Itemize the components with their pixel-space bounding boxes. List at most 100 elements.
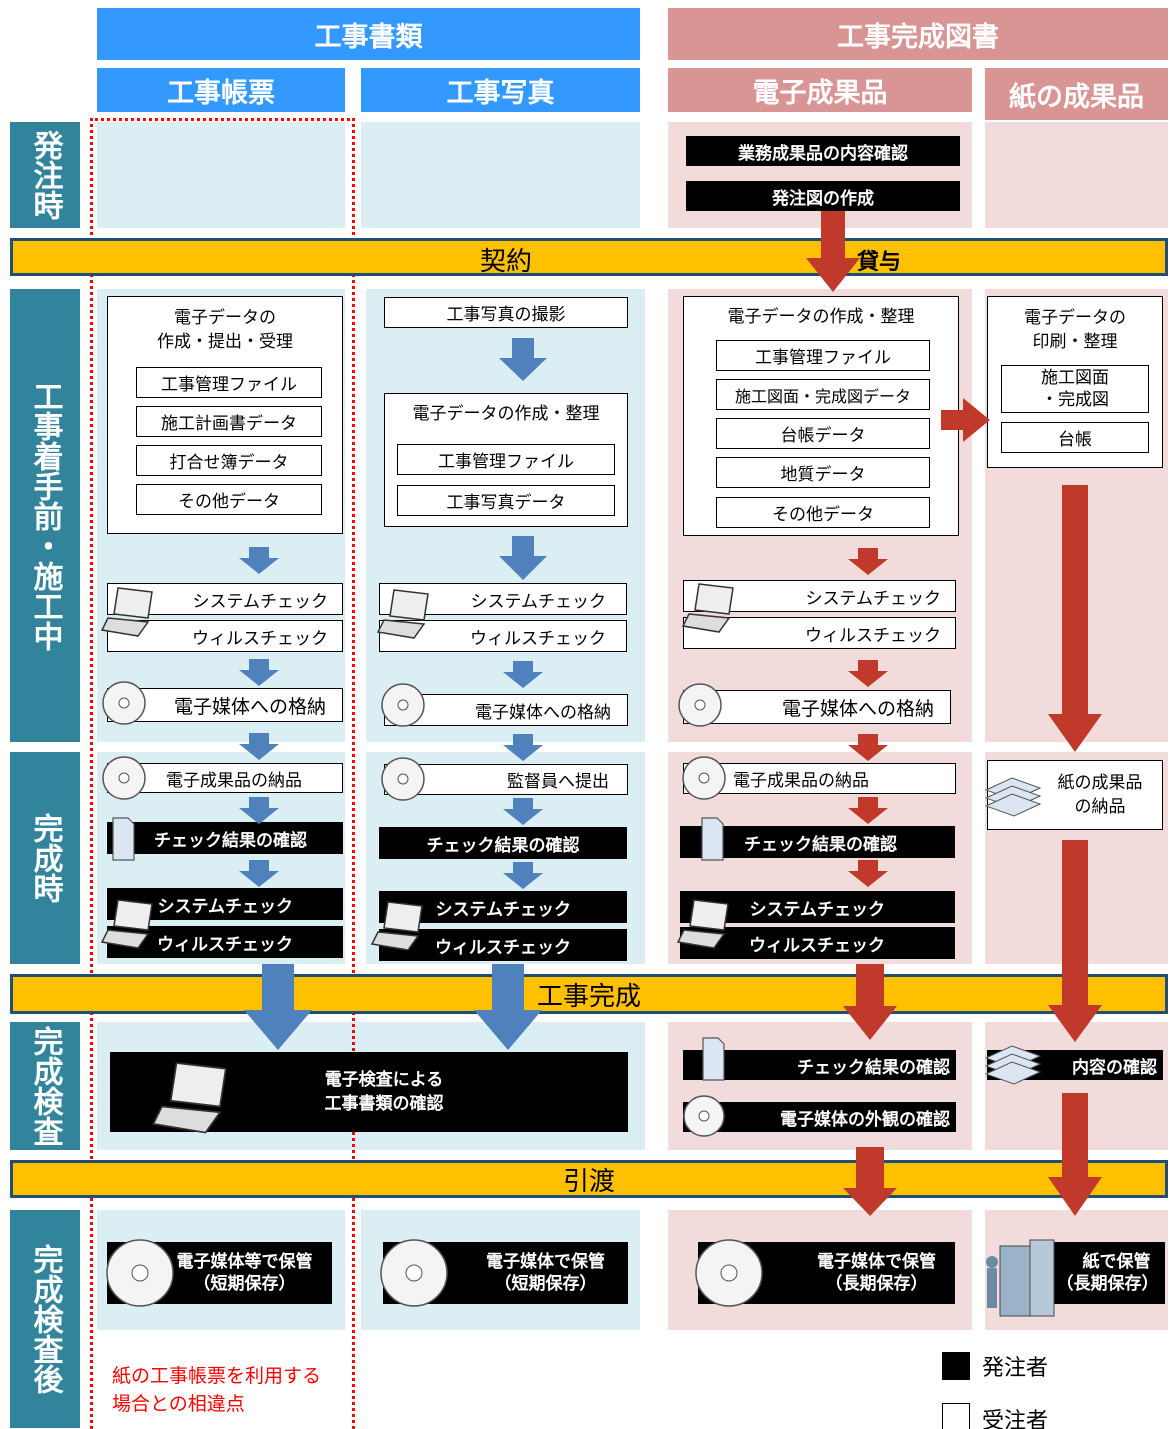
electronic-item: 施工図面・完成図データ [716, 379, 930, 410]
ledger-virus-check2: ウィルスチェック [107, 926, 343, 958]
arrow-down-icon [843, 1147, 897, 1216]
arrow-down-icon [848, 734, 888, 761]
electronic-item: その他データ [716, 497, 930, 528]
paper-title-line1: 電子データの [1024, 308, 1126, 328]
laptop-icon [676, 899, 729, 949]
arrow-down-icon [239, 659, 279, 686]
difference-note: 紙の工事帳票を利用する 場合との相違点 [112, 1365, 322, 1415]
photo-store-media: 電子媒体への格納 [384, 694, 628, 726]
arrow-down-icon [848, 548, 888, 575]
arrow-down-icon [499, 536, 547, 580]
arrow-down-icon [1048, 840, 1102, 1042]
create-drawings-box: 発注図の作成 [686, 181, 960, 211]
paper-item-ledger: 台帳 [1001, 422, 1149, 453]
ledger-deliver: 電子成果品の納品 [107, 763, 343, 793]
difference-frame [90, 118, 355, 1429]
photo-item: 工事管理ファイル [397, 444, 615, 475]
ledger-check-results: チェック結果の確認 [107, 822, 343, 854]
document-icon [702, 1037, 725, 1081]
electronic-check-results3: チェック結果の確認 [683, 1050, 956, 1080]
arrow-down-icon [503, 798, 543, 825]
laptop-icon [100, 587, 153, 637]
laptop-icon [100, 899, 153, 949]
cell-bg [361, 122, 640, 228]
cd-disc-icon [102, 681, 146, 725]
cd-disc-icon [102, 756, 146, 800]
cd-disc-icon [695, 1239, 763, 1307]
cd-disc-icon [678, 683, 722, 727]
cd-disc-icon [381, 757, 425, 801]
header-ledger: 工事帳票 [97, 68, 345, 112]
electronic-deliver: 電子成果品の納品 [683, 763, 956, 794]
cell-bg [97, 122, 345, 228]
arrow-down-icon [503, 661, 543, 688]
arrow-down-icon [239, 860, 279, 887]
paper-stack-icon [984, 777, 1042, 817]
row-label-inspection: 完成検査 [10, 1022, 80, 1150]
document-icon [701, 817, 724, 861]
band-contract [10, 238, 1168, 276]
arrow-down-icon [503, 862, 543, 889]
arrow-down-icon [848, 797, 888, 824]
paper-item-drawings: 施工図面 ・完成図 [1001, 365, 1149, 413]
ledger-item: 工事管理ファイル [136, 367, 322, 398]
arrow-down-icon [848, 660, 888, 687]
photo-title: 電子データの作成・整理 [412, 404, 600, 424]
arrow-down-icon [848, 860, 888, 887]
confirm-contents-box: 業務成果品の内容確認 [686, 136, 960, 166]
arrow-down-icon [503, 734, 543, 761]
row-label-completion: 完成時 [10, 752, 80, 964]
paper-storage: 紙で保管 （長期保存） [1040, 1242, 1165, 1304]
row-label-order: 発注時 [10, 122, 80, 228]
arrow-down-icon [806, 211, 860, 292]
electronic-item: 地質データ [716, 457, 930, 488]
ledger-store-media: 電子媒体への格納 [107, 688, 343, 722]
band-handover: 引渡 [10, 1160, 1168, 1198]
archive-cabinet-icon [986, 1239, 1055, 1317]
cd-disc-icon [683, 1095, 725, 1137]
cd-disc-icon [106, 1239, 174, 1307]
photo-item: 工事写真データ [397, 485, 615, 516]
ledger-item: 打合せ簿データ [136, 445, 322, 476]
header-photo: 工事写真 [361, 68, 640, 112]
photo-check-results: チェック結果の確認 [379, 827, 627, 859]
row-label-construction: 工事着手前・施工中 [10, 289, 80, 742]
cd-disc-icon [682, 756, 726, 800]
header-electronic-deliverable: 電子成果品 [668, 68, 972, 112]
ledger-title-line2: 作成・提出・受理 [157, 332, 293, 352]
arrow-down-icon [1048, 1093, 1102, 1216]
header-completion-drawings: 工事完成図書 [668, 8, 1168, 60]
cd-disc-icon [380, 1239, 448, 1307]
header-paper-deliverable: 紙の成果品 [985, 68, 1168, 120]
arrow-down-icon [1048, 485, 1102, 752]
ledger-item: その他データ [136, 484, 322, 515]
arrow-right-icon [941, 398, 990, 442]
arrow-down-icon [474, 964, 542, 1050]
band-contract-label: 契約 [480, 247, 533, 277]
ledger-item: 施工計画書データ [136, 406, 322, 437]
photo-virus-check2: ウィルスチェック [379, 929, 627, 961]
electronic-check-results: チェック結果の確認 [680, 826, 955, 858]
arrow-down-icon [843, 964, 897, 1040]
electronic-item: 工事管理ファイル [716, 340, 930, 371]
header-construction-documents: 工事書類 [97, 8, 640, 60]
electronic-item: 台帳データ [716, 418, 930, 449]
electronic-media-appearance: 電子媒体の外観の確認 [683, 1102, 956, 1132]
electronic-create-frame [683, 296, 959, 536]
electronic-virus-check: ウィルスチェック [683, 617, 956, 649]
legend-contractor-label: 受注者 [982, 1409, 1049, 1429]
cell-bg [985, 122, 1168, 228]
laptop-icon [376, 589, 429, 639]
arrow-down-icon [499, 338, 547, 381]
laptop-icon [370, 901, 423, 951]
ledger-title-line1: 電子データの [174, 308, 276, 328]
ledger-virus-check: ウィルスチェック [107, 620, 343, 652]
arrow-down-icon [239, 547, 279, 574]
legend-orderer-swatch [942, 1352, 970, 1380]
arrow-down-icon [244, 964, 312, 1050]
laptop-icon [151, 1062, 227, 1134]
electronic-virus-check2: ウィルスチェック [680, 927, 955, 959]
legend-orderer-label: 発注者 [982, 1356, 1049, 1381]
